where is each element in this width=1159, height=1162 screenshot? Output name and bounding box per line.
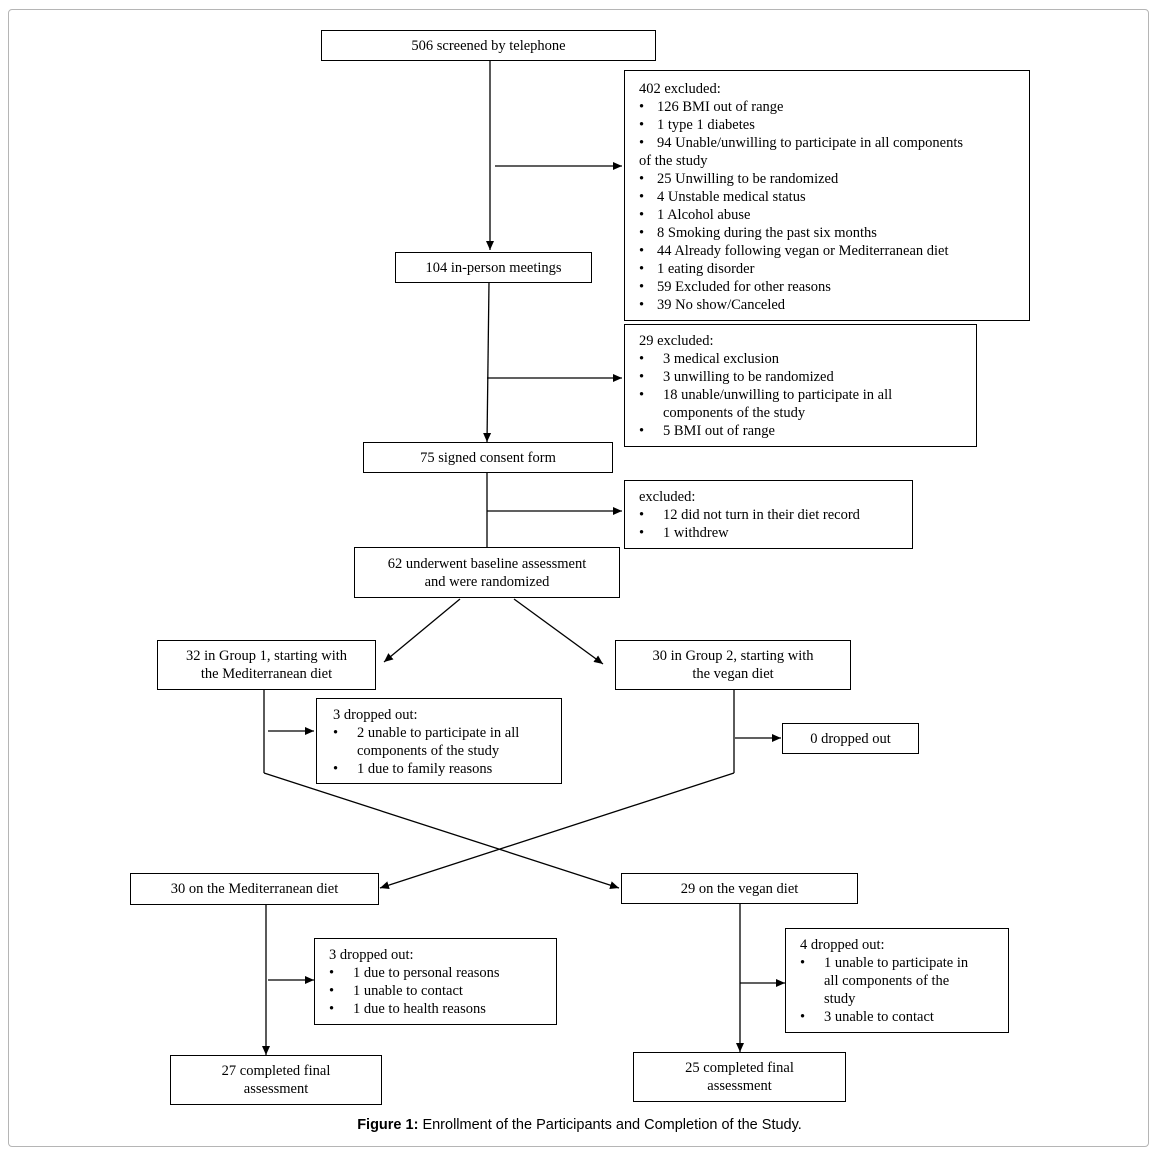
- excluded-diet-title: excluded:: [639, 489, 696, 505]
- group2-label-1: 30 in Group 2, starting with: [652, 648, 814, 664]
- list-item: 1 withdrew: [639, 524, 902, 542]
- figure-frame: [8, 9, 1149, 1147]
- excluded-402-list-cont: 25 Unwilling to be randomized 4 Unstable…: [639, 170, 1019, 314]
- consent-label: 75 signed consent form: [420, 449, 556, 466]
- list-item: 1 due to health reasons: [329, 1000, 546, 1018]
- dropped-vegan-box: 4 dropped out: 1 unable to participate i…: [785, 928, 1009, 1033]
- dropped-med-title: 3 dropped out:: [329, 947, 414, 963]
- baseline-label-2: and were randomized: [424, 573, 550, 590]
- dropped-med-list: 1 due to personal reasons 1 unable to co…: [329, 964, 546, 1018]
- excluded-diet-box: excluded: 12 did not turn in their diet …: [624, 480, 913, 549]
- dropped-med-box: 3 dropped out: 1 due to personal reasons…: [314, 938, 557, 1025]
- figure-caption: Figure 1: Enrollment of the Participants…: [0, 1117, 1159, 1133]
- list-item: 12 did not turn in their diet record: [639, 506, 902, 524]
- excluded-29-box: 29 excluded: 3 medical exclusion 3 unwil…: [624, 324, 977, 447]
- mediterranean-label: 30 on the Mediterranean diet: [170, 881, 339, 897]
- screened-box: 506 screened by telephone: [321, 30, 656, 61]
- excluded-402-title: 402 excluded:: [639, 81, 721, 97]
- list-item: 39 No show/Canceled: [639, 296, 1019, 314]
- mediterranean-box: 30 on the Mediterranean diet: [130, 873, 379, 905]
- list-item: 25 Unwilling to be randomized: [639, 170, 1019, 188]
- vegan-label: 29 on the vegan diet: [680, 880, 799, 897]
- list-item: 1 due to family reasons: [333, 760, 551, 778]
- screened-label: 506 screened by telephone: [411, 37, 566, 54]
- list-item: 1 eating disorder: [639, 260, 1019, 278]
- list-item: 1 unable to contact: [329, 982, 546, 1000]
- final-vegan-label-2: assessment: [707, 1078, 772, 1094]
- excluded-29-title: 29 excluded:: [639, 333, 714, 349]
- baseline-label-1: 62 underwent baseline assessment: [387, 555, 587, 572]
- excluded-402-list: 126 BMI out of range 1 type 1 diabetes 9…: [639, 98, 1019, 152]
- list-item: 3 unwilling to be randomized: [639, 368, 919, 386]
- list-item: 94 Unable/unwilling to participate in al…: [639, 134, 1019, 152]
- list-item: 3 unable to contact: [800, 1008, 980, 1026]
- list-item: 5 BMI out of range: [639, 422, 919, 440]
- group1-label-1: 32 in Group 1, starting with: [185, 648, 348, 664]
- list-item: 8 Smoking during the past six months: [639, 224, 1019, 242]
- dropped-group1-list: 2 unable to participate in all component…: [333, 724, 551, 778]
- group1-label-2: the Mediterranean diet: [200, 666, 333, 682]
- final-med-box: 27 completed final assessment: [170, 1055, 382, 1105]
- caption-label: Figure 1:: [357, 1117, 419, 1133]
- baseline-box: 62 underwent baseline assessment and wer…: [354, 547, 620, 598]
- consent-box: 75 signed consent form: [363, 442, 613, 473]
- final-vegan-box: 25 completed final assessment: [633, 1052, 846, 1102]
- excluded-29-list: 3 medical exclusion 3 unwilling to be ra…: [639, 350, 919, 440]
- group1-box: 32 in Group 1, starting with the Mediter…: [157, 640, 376, 690]
- dropped-group1-title: 3 dropped out:: [333, 707, 418, 723]
- group2-box: 30 in Group 2, starting with the vegan d…: [615, 640, 851, 690]
- dropped-vegan-list: 1 unable to participate in all component…: [800, 954, 980, 1026]
- caption-text: Enrollment of the Participants and Compl…: [418, 1117, 802, 1133]
- list-item: 18 unable/unwilling to participate in al…: [639, 386, 919, 422]
- list-item-wrap: of the study: [639, 153, 708, 169]
- excluded-diet-list: 12 did not turn in their diet record 1 w…: [639, 506, 902, 542]
- final-med-label-2: assessment: [243, 1081, 309, 1097]
- list-item: 1 type 1 diabetes: [639, 116, 1019, 134]
- list-item: 44 Already following vegan or Mediterran…: [639, 242, 1019, 260]
- list-item: 1 unable to participate in all component…: [800, 954, 980, 1008]
- list-item: 126 BMI out of range: [639, 98, 1019, 116]
- list-item: 59 Excluded for other reasons: [639, 278, 1019, 296]
- dropped-group1-box: 3 dropped out: 2 unable to participate i…: [316, 698, 562, 784]
- final-med-label-1: 27 completed final: [221, 1063, 331, 1079]
- inperson-label: 104 in-person meetings: [425, 259, 562, 276]
- group2-label-2: the vegan diet: [692, 666, 774, 682]
- list-item: 4 Unstable medical status: [639, 188, 1019, 206]
- dropped-vegan-title: 4 dropped out:: [800, 937, 885, 953]
- list-item: 3 medical exclusion: [639, 350, 919, 368]
- vegan-box: 29 on the vegan diet: [621, 873, 858, 904]
- group2-dropped-box: 0 dropped out: [782, 723, 919, 754]
- list-item: 2 unable to participate in all component…: [333, 724, 551, 760]
- inperson-box: 104 in-person meetings: [395, 252, 592, 283]
- group2-dropped-label: 0 dropped out: [810, 730, 891, 747]
- list-item: 1 due to personal reasons: [329, 964, 546, 982]
- excluded-402-box: 402 excluded: 126 BMI out of range 1 typ…: [624, 70, 1030, 321]
- list-item: 1 Alcohol abuse: [639, 206, 1019, 224]
- final-vegan-label-1: 25 completed final: [685, 1060, 794, 1076]
